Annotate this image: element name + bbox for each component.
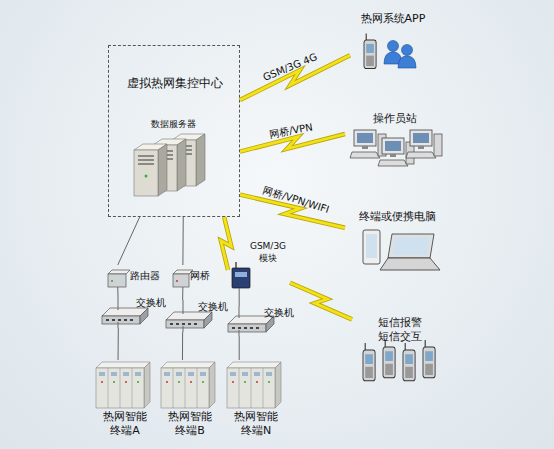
wire-line bbox=[117, 287, 118, 296]
computer-icon bbox=[350, 130, 386, 158]
bridge-box: 网桥 bbox=[170, 265, 216, 287]
gsm-module-box: GSM/3G 模块 bbox=[228, 240, 290, 288]
switch-icon bbox=[102, 308, 148, 324]
node-label: 数据服务器 bbox=[127, 119, 219, 131]
phone-icon bbox=[364, 34, 376, 69]
server-icons bbox=[134, 134, 205, 196]
wire-line bbox=[182, 332, 183, 360]
terminal-box: 热网智能 终端N bbox=[226, 360, 286, 438]
wireless-link bbox=[221, 217, 231, 270]
operator-station-box: 操作员站 bbox=[345, 110, 445, 170]
wire-line bbox=[118, 328, 119, 360]
server-icon bbox=[134, 144, 167, 196]
wire-line bbox=[239, 288, 240, 306]
node-label: 交换机 bbox=[198, 300, 230, 313]
bolt-outline bbox=[221, 217, 231, 270]
sms-phone-icons bbox=[363, 340, 435, 381]
wire-line bbox=[182, 217, 183, 265]
wired-link bbox=[182, 287, 183, 300]
switch-icon bbox=[166, 312, 212, 328]
switch-box: 交换机 bbox=[228, 306, 298, 336]
node-label: 交换机 bbox=[136, 296, 170, 309]
cabinet-icons bbox=[96, 362, 281, 408]
node-label: 路由器 bbox=[130, 269, 162, 282]
node-label: 终端或便携电脑 bbox=[345, 210, 450, 224]
bolt-outline bbox=[290, 283, 352, 320]
phone-icon bbox=[383, 340, 395, 378]
person-icon bbox=[398, 45, 416, 69]
phone-icon bbox=[403, 343, 415, 381]
portable-terminal-box: 终端或便携电脑 bbox=[345, 208, 450, 274]
phone-icon bbox=[363, 343, 375, 381]
sms-box: 短信报警 短信交互 bbox=[352, 316, 447, 384]
switch-icons bbox=[102, 308, 274, 332]
wired-link bbox=[118, 328, 119, 360]
router-box: 路由器 bbox=[106, 265, 162, 287]
cabinet-icon bbox=[161, 362, 215, 408]
wire-line bbox=[118, 217, 140, 265]
wireless-link bbox=[290, 283, 352, 320]
terminal-box: 热网智能 终端A bbox=[96, 360, 154, 438]
wired-link bbox=[239, 336, 240, 360]
wired-link bbox=[118, 217, 140, 265]
node-label: 热网系统APP bbox=[350, 12, 436, 26]
switch-box: 交换机 bbox=[102, 296, 170, 328]
wired-link bbox=[182, 332, 183, 360]
wire-stubs bbox=[118, 296, 239, 336]
portable-icons bbox=[363, 230, 440, 270]
control-center-group: 虚拟热网集控中心数据服务器 bbox=[108, 45, 240, 217]
bolt-fill bbox=[221, 217, 231, 270]
switch-box: 交换机 bbox=[166, 300, 230, 332]
app-icon bbox=[364, 34, 416, 69]
gsm-module-icon bbox=[232, 262, 250, 288]
node-label: 短信报警 短信交互 bbox=[372, 316, 427, 345]
phone-icon bbox=[423, 340, 435, 378]
node-label: 虚拟热网集控中心 bbox=[115, 76, 235, 92]
wired-link bbox=[117, 287, 118, 296]
cabinet-icon bbox=[96, 362, 150, 408]
bolt-fill bbox=[290, 283, 352, 320]
server-box: 数据服务器 bbox=[127, 116, 219, 200]
node-label: 网桥 bbox=[190, 269, 216, 282]
link-label: GSM/3G 4G bbox=[262, 51, 319, 83]
wire-line bbox=[239, 336, 240, 360]
node-label: 热网智能 终端N bbox=[232, 410, 280, 439]
node-label: 交换机 bbox=[264, 306, 298, 319]
router-icon bbox=[108, 270, 130, 287]
cabinet-icon bbox=[227, 362, 281, 408]
terminal-box: 热网智能 终端B bbox=[161, 360, 219, 438]
node-label: GSM/3G 模块 bbox=[248, 241, 288, 264]
operator-icons bbox=[350, 130, 442, 166]
wired-link bbox=[239, 288, 240, 306]
node-label: 热网智能 终端B bbox=[166, 410, 214, 439]
node-label: 操作员站 bbox=[345, 112, 445, 126]
node-label: 热网智能 终端A bbox=[101, 410, 149, 439]
wired-link bbox=[182, 217, 183, 265]
wire-line bbox=[182, 287, 183, 300]
computer-icon bbox=[406, 130, 442, 158]
app-box: 热网系统APP bbox=[350, 10, 436, 72]
switch-icon bbox=[228, 316, 274, 332]
